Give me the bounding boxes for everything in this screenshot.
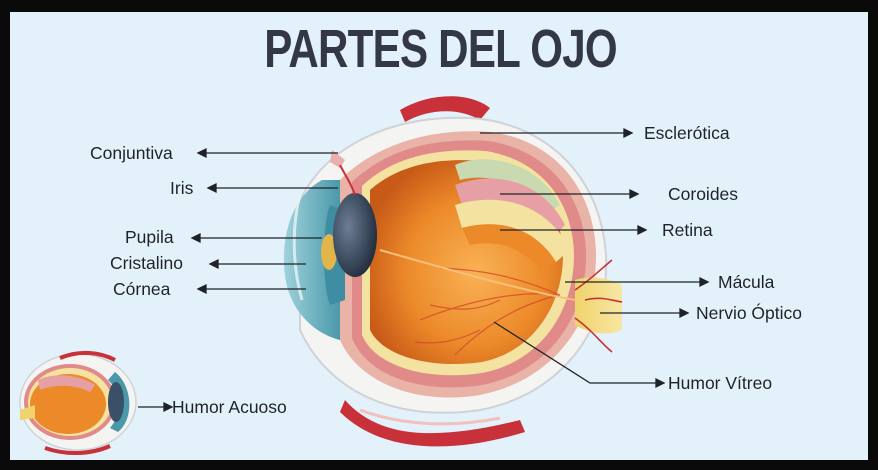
label-coroides: Coroides [668,184,739,204]
label-esclerotica: Esclerótica [644,123,730,143]
lower-muscle [340,400,525,447]
label-nervio-optico: Nervio Óptico [696,303,803,323]
page-title: PARTES DEL OJO [264,19,617,79]
label-iris: Iris [170,178,194,198]
pupil-shape [321,234,337,270]
label-humor-vitreo: Humor Vítreo [668,373,773,393]
lens-shape [333,193,377,277]
label-conjuntiva: Conjuntiva [90,143,173,163]
label-pupila: Pupila [125,227,174,247]
label-macula: Mácula [718,272,775,292]
upper-muscle [400,96,490,122]
label-cristalino: Cristalino [110,253,183,273]
pointer-lines [138,127,710,413]
cornea-shape [283,180,340,340]
optic-nerve-shape [575,277,622,334]
small-eye-illustration [19,351,137,456]
label-retina: Retina [662,220,713,240]
label-cornea: Córnea [113,279,171,299]
label-humor-acuoso: Humor Acuoso [172,397,287,417]
